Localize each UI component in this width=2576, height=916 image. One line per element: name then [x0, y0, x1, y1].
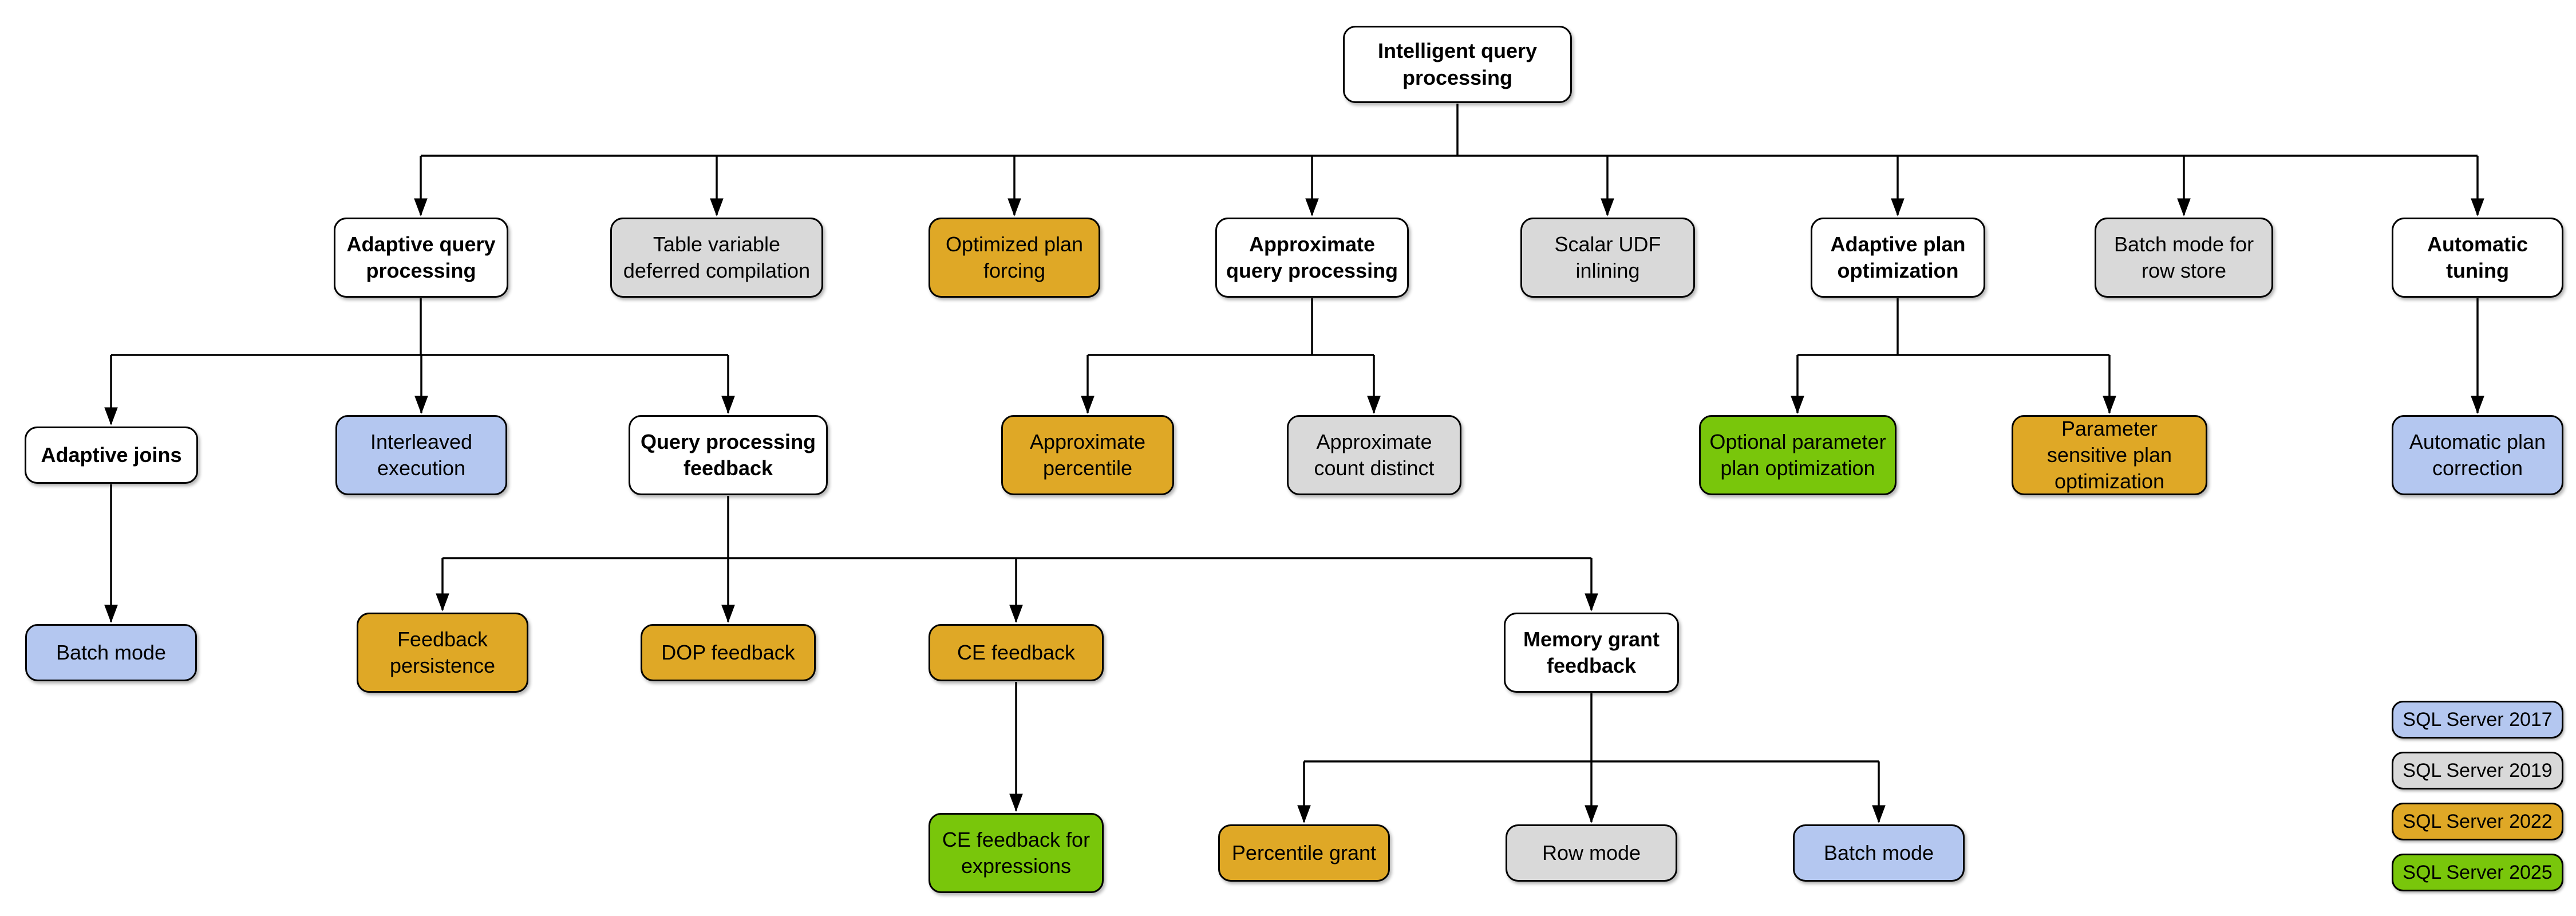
- node-query-processing-feedback: Query processing feedback: [629, 415, 828, 495]
- node-optimized-plan-forcing: Optimized plan forcing: [929, 218, 1100, 298]
- node-interleaved-execution: Interleaved execution: [335, 415, 507, 495]
- node-batch-mode-for-row-store: Batch mode for row store: [2095, 218, 2273, 298]
- node-intelligent-query-processing: Intelligent query processing: [1343, 26, 1572, 103]
- node-batch-mode-memory-grant: Batch mode: [1793, 824, 1965, 882]
- legend-item-sql-server-2022: SQL Server 2022: [2392, 803, 2563, 840]
- node-approximate-percentile: Approximate percentile: [1001, 415, 1174, 495]
- node-parameter-sensitive-plan-optimization: Parameter sensitive plan optimization: [2012, 415, 2207, 495]
- node-feedback-persistence: Feedback persistence: [357, 613, 528, 693]
- node-memory-grant-feedback: Memory grant feedback: [1504, 613, 1679, 693]
- legend-item-sql-server-2025: SQL Server 2025: [2392, 854, 2563, 891]
- node-automatic-plan-correction: Automatic plan correction: [2392, 415, 2563, 495]
- legend-item-sql-server-2017: SQL Server 2017: [2392, 701, 2563, 739]
- node-table-variable-deferred-compilation: Table variable deferred compilation: [610, 218, 823, 298]
- node-batch-mode-adaptive-joins: Batch mode: [25, 624, 197, 681]
- node-scalar-udf-inlining: Scalar UDF inlining: [1520, 218, 1695, 298]
- node-optional-parameter-plan-optimization: Optional parameter plan optimization: [1699, 415, 1897, 495]
- node-ce-feedback-for-expressions: CE feedback for expressions: [929, 813, 1104, 893]
- node-adaptive-query-processing: Adaptive query processing: [334, 218, 508, 298]
- node-row-mode: Row mode: [1506, 824, 1677, 882]
- node-dop-feedback: DOP feedback: [641, 624, 816, 681]
- node-approximate-query-processing: Approximate query processing: [1215, 218, 1409, 298]
- node-adaptive-plan-optimization: Adaptive plan optimization: [1811, 218, 1985, 298]
- node-automatic-tuning: Automatic tuning: [2392, 218, 2563, 298]
- node-percentile-grant: Percentile grant: [1218, 824, 1390, 882]
- node-ce-feedback: CE feedback: [929, 624, 1104, 681]
- legend-item-sql-server-2019: SQL Server 2019: [2392, 752, 2563, 789]
- node-approximate-count-distinct: Approximate count distinct: [1287, 415, 1461, 495]
- node-adaptive-joins: Adaptive joins: [25, 427, 198, 484]
